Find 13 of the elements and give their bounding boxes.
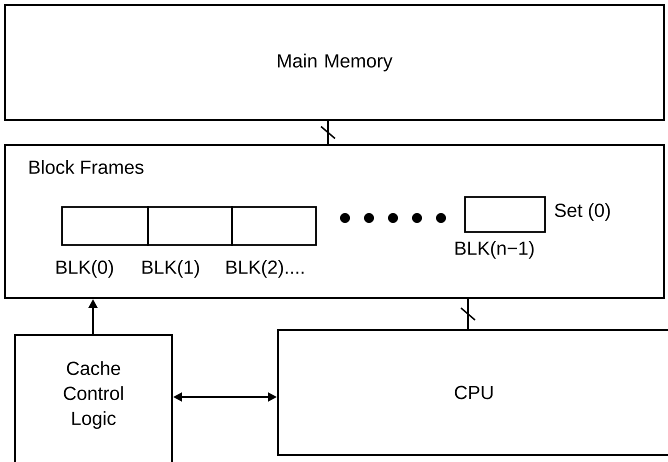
bus-line — [460, 299, 476, 329]
block-label: BLK(n−1) — [456, 241, 534, 259]
process-box: CPU — [277, 329, 668, 456]
block-label: BLK(2).... — [226, 260, 304, 278]
block-frame — [147, 206, 233, 246]
process-box: Main Memory — [4, 4, 665, 121]
process-box: Cache Control Logic — [14, 334, 173, 462]
block-frame — [61, 206, 149, 246]
block-frame — [231, 206, 317, 246]
block-label: BLK(1) — [142, 260, 199, 278]
bus-line — [320, 121, 336, 144]
block-frame — [464, 196, 546, 233]
block-label: BLK(0) — [56, 260, 113, 278]
